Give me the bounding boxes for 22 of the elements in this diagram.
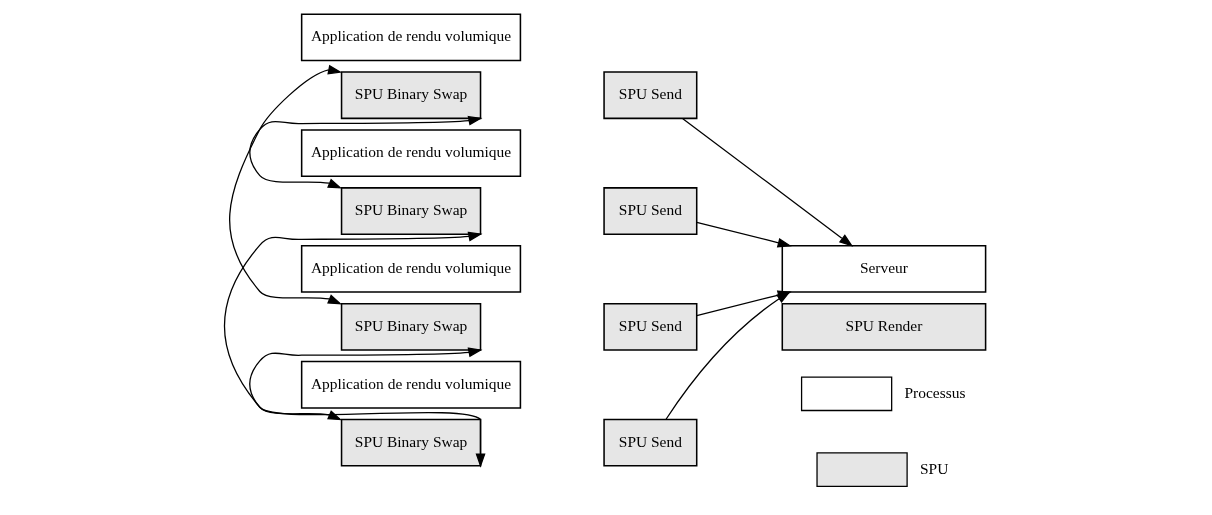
node-box: SPU Binary Swap: [340, 70, 482, 119]
node-box: SPU Binary Swap: [340, 418, 482, 467]
legend-label: SPU: [919, 459, 949, 477]
node-box: Application de rendu volumique: [300, 128, 522, 177]
node-box: SPU Binary Swap: [340, 186, 482, 235]
node-box: Application de rendu volumique: [300, 244, 522, 293]
arrow: [223, 231, 483, 420]
node-box: SPU Send: [603, 418, 698, 467]
node-box: SPU Send: [603, 70, 698, 119]
node-box: SPU Send: [603, 302, 698, 351]
node-box: SPU Binary Swap: [340, 302, 482, 351]
node-box: Serveur: [781, 244, 987, 293]
arrow: [249, 115, 483, 189]
arrow: [229, 64, 343, 304]
node-box: SPU Send: [603, 186, 698, 235]
node-box: SPU Render: [781, 302, 987, 351]
node-box: Application de rendu volumique: [300, 12, 522, 61]
arrow: [696, 221, 792, 248]
arrow: [249, 347, 486, 468]
arrow: [682, 117, 854, 247]
node-box: Application de rendu volumique: [300, 360, 522, 409]
legend-label: Processus: [904, 383, 966, 401]
